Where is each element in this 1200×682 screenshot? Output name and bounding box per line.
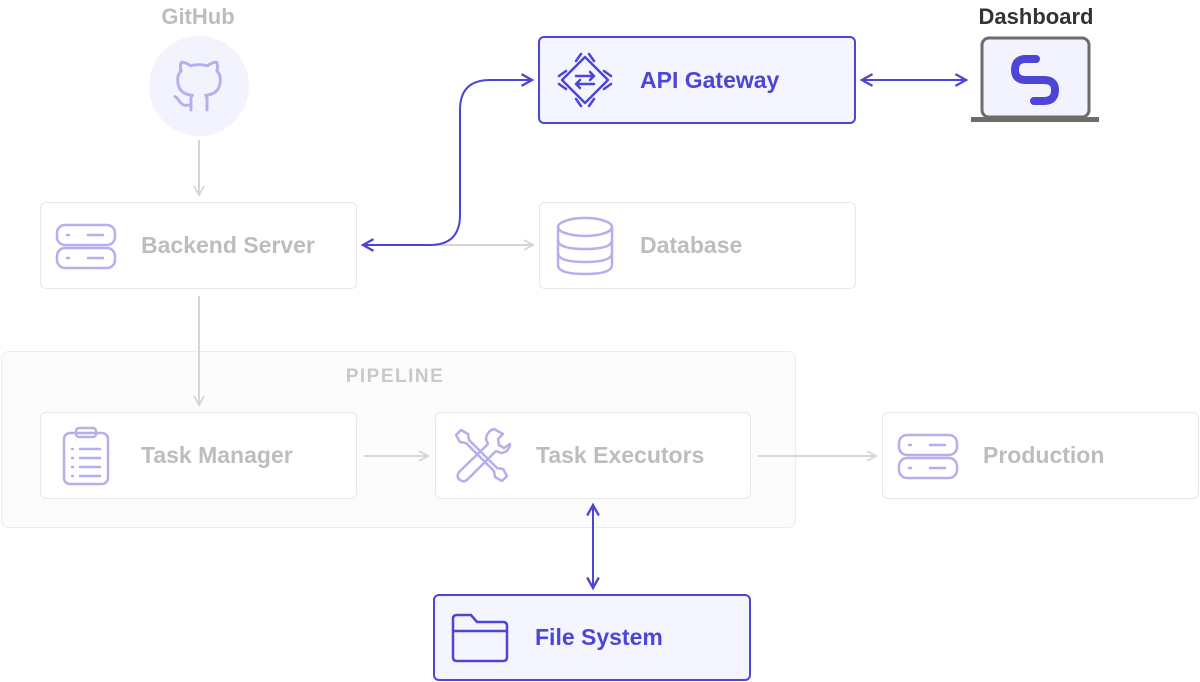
tools-icon <box>454 427 512 483</box>
laptop-logo-icon <box>971 36 1099 122</box>
backend-gateway-connector <box>363 80 532 245</box>
task-executors-node[interactable]: Task Executors <box>435 412 751 499</box>
dashboard-label: Dashboard <box>978 4 1094 29</box>
file-system-node[interactable]: File System <box>433 594 751 681</box>
clipboard-icon <box>62 426 110 485</box>
task-executors-icon-wrap <box>450 425 512 487</box>
task-manager-icon-wrap <box>55 425 117 487</box>
task-executors-label: Task Executors <box>536 442 705 468</box>
gateway-icon-wrap <box>554 49 616 111</box>
production-node[interactable]: Production <box>882 412 1199 499</box>
server-icon <box>897 433 959 479</box>
server-icon <box>55 223 117 269</box>
pipeline-label: PIPELINE <box>345 366 445 387</box>
database-icon-wrap <box>554 215 616 277</box>
production-icon-wrap <box>897 425 959 487</box>
database-icon <box>556 216 614 275</box>
gateway-arrows-icon <box>557 52 613 108</box>
production-label: Production <box>983 442 1105 468</box>
backend-server-label: Backend Server <box>141 232 315 258</box>
database-node[interactable]: Database <box>539 202 856 289</box>
backend-server-node[interactable]: Backend Server <box>40 202 357 289</box>
database-label: Database <box>640 232 743 258</box>
github-node[interactable] <box>149 36 249 136</box>
task-manager-node[interactable]: Task Manager <box>40 412 357 499</box>
folder-icon <box>451 613 509 662</box>
api-gateway-node[interactable]: API Gateway <box>538 36 856 124</box>
file-system-label: File System <box>535 624 663 650</box>
file-system-icon-wrap <box>449 607 511 669</box>
github-label: GitHub <box>161 4 235 29</box>
backend-server-icon-wrap <box>55 215 117 277</box>
api-gateway-label: API Gateway <box>640 66 780 93</box>
dashboard-node[interactable] <box>970 36 1102 126</box>
task-manager-label: Task Manager <box>141 442 293 468</box>
github-cat-icon <box>173 60 222 112</box>
